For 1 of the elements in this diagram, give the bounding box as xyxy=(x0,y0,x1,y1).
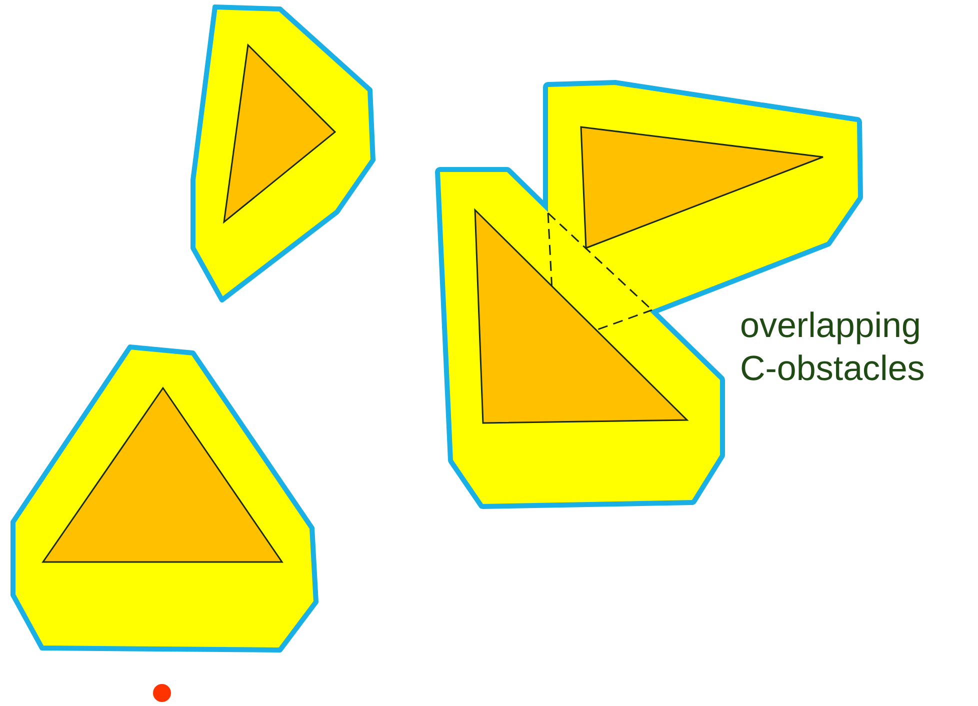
annotation-text: overlapping C-obstacles xyxy=(740,305,926,390)
